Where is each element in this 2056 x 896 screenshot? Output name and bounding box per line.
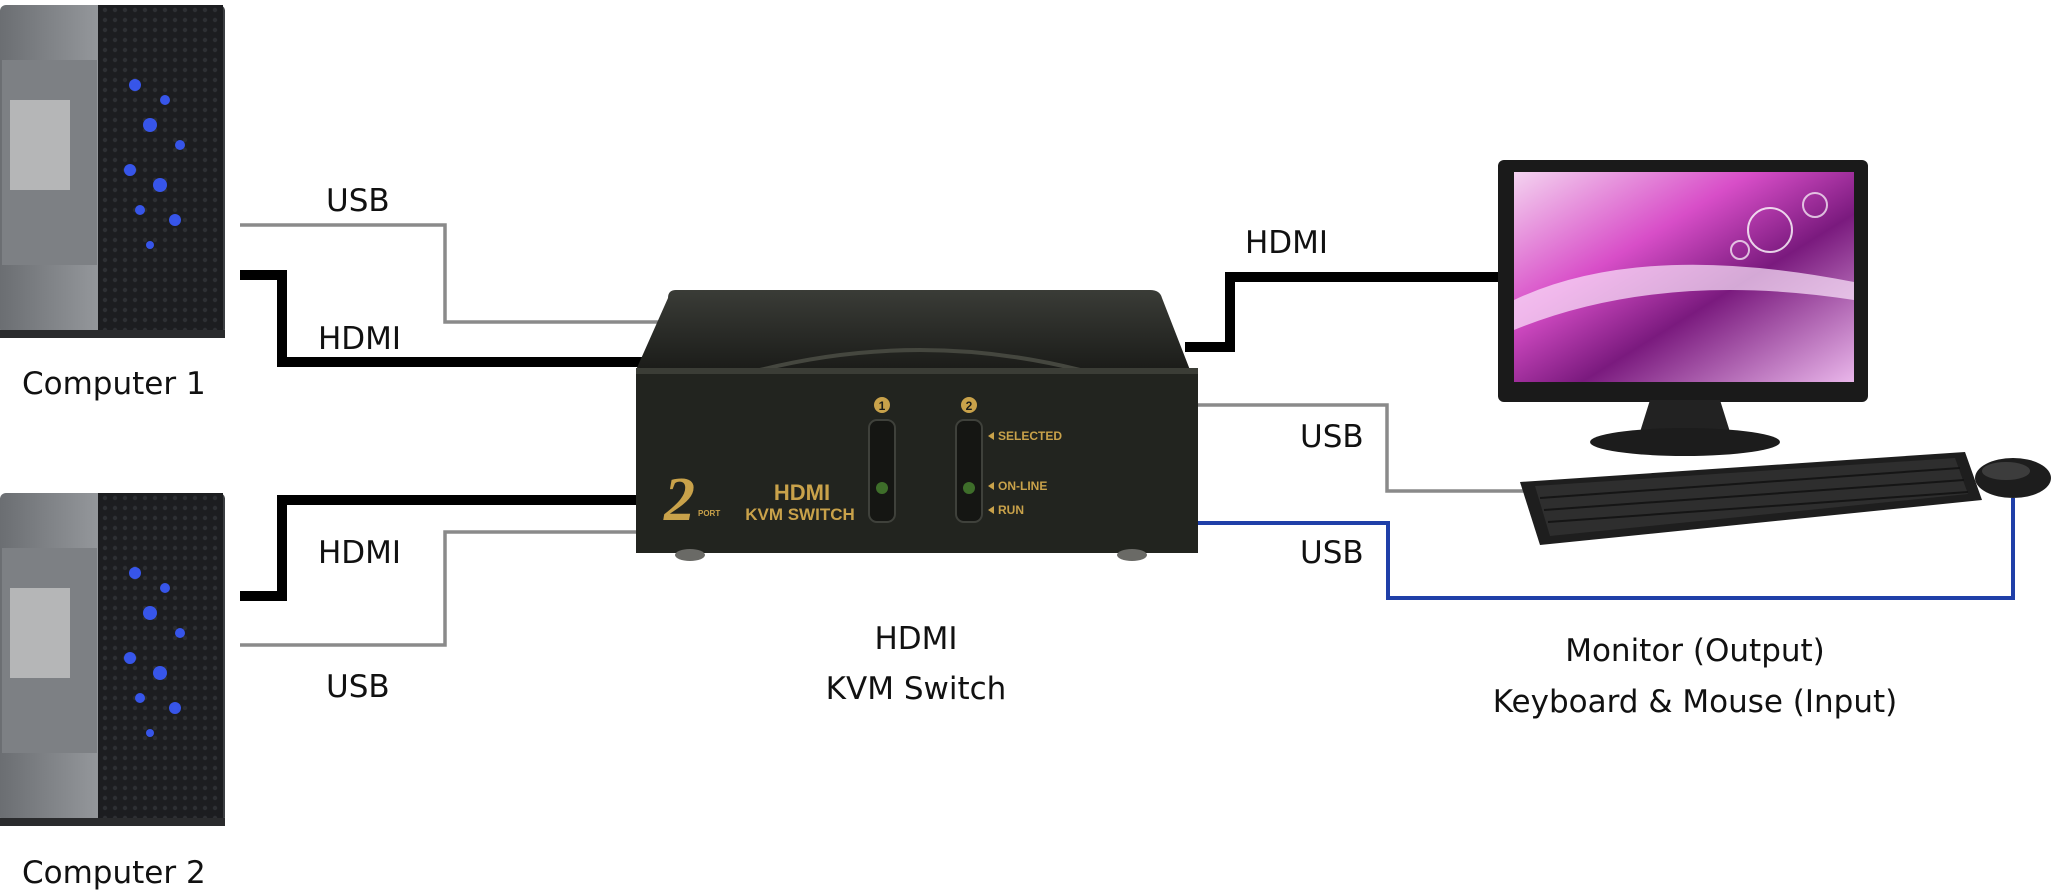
port-2-led [963, 482, 975, 494]
port-2-button [955, 419, 983, 523]
output-caption-line1: Monitor (Output) [1565, 633, 1825, 669]
port-2-marker [961, 397, 977, 413]
brand-port-text: PORT [698, 509, 720, 518]
computer1-usb-label: USB [326, 183, 390, 219]
switch-caption-line1: HDMI [874, 621, 958, 657]
monitor [1498, 160, 1868, 456]
computer-1 [0, 5, 225, 338]
switch-caption-line2: KVM Switch [825, 671, 1007, 707]
computer1-label: Computer 1 [22, 366, 206, 402]
monitor-hdmi-cable [1185, 272, 1510, 352]
mouse-usb-label: USB [1300, 535, 1364, 571]
indicator-run-label: RUN [998, 503, 1024, 517]
keyboard-usb-label: USB [1300, 419, 1364, 455]
keyboard [1520, 452, 1982, 545]
kvm-switch-device: 1 2 SELECTED ON-LINE RUN 2 PORT HDMI KVM… [636, 290, 1198, 561]
monitor-hdmi-label: HDMI [1245, 225, 1329, 261]
computer2-usb-cable [240, 530, 640, 647]
computer2-hdmi-cable [240, 495, 640, 601]
computer1-hdmi-label: HDMI [318, 321, 402, 357]
brand-hdmi-text: HDMI [774, 480, 830, 505]
computer1-usb-cable [240, 223, 665, 324]
computer2-usb-label: USB [326, 669, 390, 705]
port-1-number: 1 [879, 399, 886, 413]
indicator-online-label: ON-LINE [998, 479, 1047, 493]
mouse [1975, 458, 2051, 498]
computer1-hdmi-cable [240, 270, 665, 367]
keyboard-usb-cable [1195, 403, 1530, 493]
mouse-usb-cable [1195, 498, 2015, 600]
port-2-number: 2 [966, 399, 973, 413]
brand-kvm-switch-text: KVM SWITCH [745, 505, 855, 524]
port-1-marker [874, 397, 890, 413]
port-1-led [876, 482, 888, 494]
computer-2 [0, 493, 225, 826]
port-1-button [868, 419, 896, 523]
indicator-selected-label: SELECTED [998, 429, 1062, 443]
brand-port-count: 2 [663, 466, 695, 534]
computer2-label: Computer 2 [22, 855, 206, 891]
computer2-hdmi-label: HDMI [318, 535, 402, 571]
output-caption-line2: Keyboard & Mouse (Input) [1492, 684, 1898, 720]
